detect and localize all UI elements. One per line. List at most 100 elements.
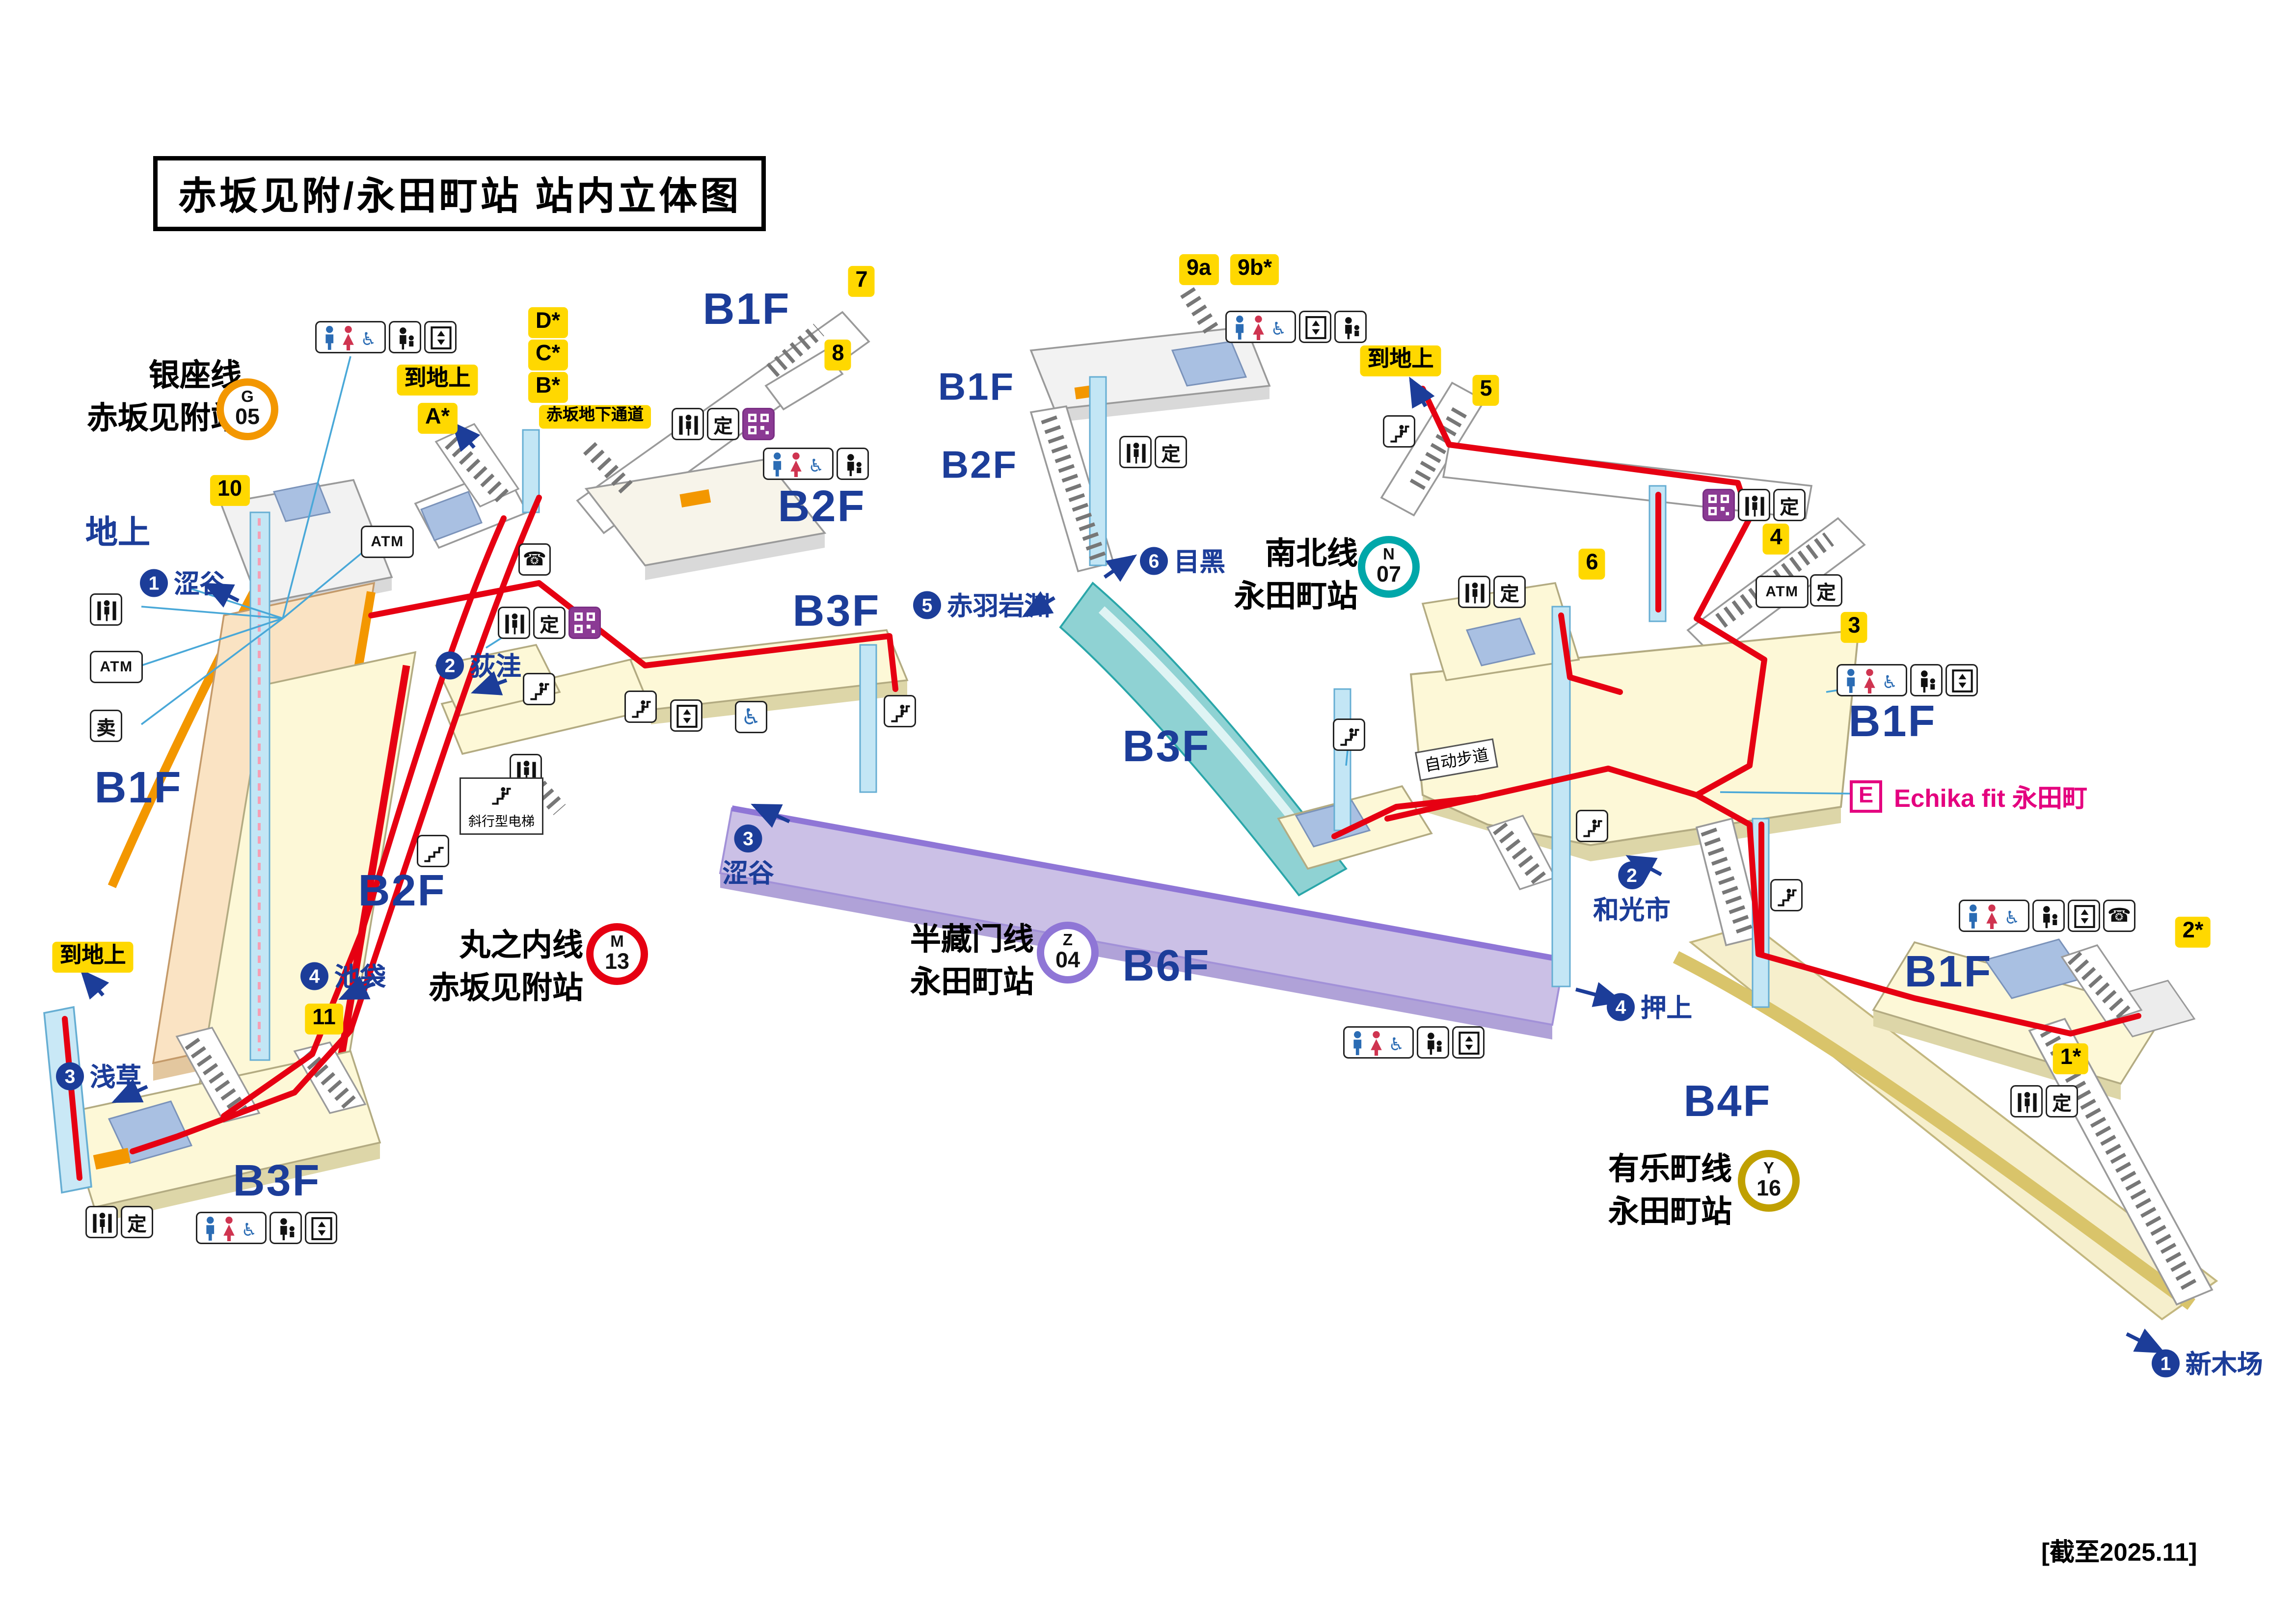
exit-badge: 6	[1578, 548, 1606, 580]
direction-number-circle: 2	[436, 651, 464, 680]
direction-text: 荻洼	[470, 651, 521, 681]
wheelchair-accessible-icon: ♿	[735, 701, 767, 733]
icon-group: ♿	[1837, 664, 1978, 696]
hanzomon-platform-band	[719, 805, 1566, 1039]
inclined-elevator-label: 斜行型电梯	[459, 777, 544, 835]
toilet-icon: ♿	[1225, 311, 1296, 343]
direction-text: 新木场	[2186, 1349, 2263, 1379]
exit-badge: 到地上	[52, 941, 134, 973]
icon-group: ☎	[518, 543, 551, 576]
icon-group: ATM	[90, 651, 143, 683]
direction-text: 和光市	[1593, 895, 1671, 925]
elevator-icon	[305, 1212, 337, 1244]
icon-group: ♿	[1343, 1026, 1485, 1059]
ticket-office-icon: 定	[1773, 489, 1806, 521]
exit-badge: 赤坂地下通道	[539, 405, 651, 428]
escalator-icon	[624, 691, 657, 723]
icon-group: ♿	[735, 701, 767, 733]
public-phone-icon: ☎	[518, 543, 551, 576]
svg-text:♿: ♿	[360, 329, 376, 349]
icon-group	[1770, 879, 1803, 911]
exit-badge: 10	[210, 475, 250, 506]
atm-icon: ATM	[90, 651, 143, 683]
icon-group: 定	[1702, 489, 1806, 521]
ticket-office-icon: 定	[1155, 436, 1187, 468]
icon-group	[884, 695, 916, 727]
floor-label: B4F	[1683, 1078, 1772, 1126]
ticket-gate-icon	[1458, 576, 1490, 608]
floor-label: B1F	[702, 286, 791, 334]
ticket-gate-icon	[2010, 1085, 2043, 1117]
svg-text:♿: ♿	[1882, 672, 1897, 692]
moving-walkway-label: 自动步道	[1415, 738, 1498, 781]
elevator-icon	[2068, 900, 2100, 932]
ginza-line-header: 银座线赤坂见附站	[87, 359, 242, 437]
exit-badge: 到地上	[397, 364, 478, 396]
page-title: 赤坂见附/永田町站 站内立体图	[153, 156, 767, 231]
atm-icon: ATM	[361, 526, 414, 558]
floor-label: B6F	[1122, 942, 1211, 991]
ticket-office-icon: 定	[707, 408, 739, 440]
direction-number-circle: 4	[1607, 993, 1635, 1021]
exit-badge: 5	[1472, 374, 1500, 406]
floor-label: B1F	[1848, 698, 1937, 746]
direction-number-circle: 5	[913, 591, 941, 619]
baby-care-icon	[270, 1212, 302, 1244]
ticket-gate-icon	[85, 1206, 118, 1238]
stairs-icon	[417, 835, 449, 867]
qr-code-icon	[742, 408, 775, 440]
icon-group: ATM	[361, 526, 414, 558]
icon-group	[1576, 810, 1608, 842]
exit-badge: B*	[528, 372, 568, 403]
floor-label: B1F	[94, 764, 183, 813]
exit-badge: 3	[1840, 612, 1868, 643]
kiosk-icon: 卖	[90, 710, 122, 742]
ticket-office-icon: 定	[533, 607, 566, 639]
icon-group: 定	[672, 408, 775, 440]
icon-group: ♿	[763, 448, 869, 480]
echika-badge: E	[1850, 779, 1882, 812]
icon-group	[624, 691, 657, 723]
ticket-office-icon: 定	[1493, 576, 1526, 608]
direction-number-circle: 1	[2152, 1349, 2180, 1378]
direction-text: 赤羽岩渊	[947, 591, 1050, 621]
icon-group	[1333, 718, 1365, 751]
floor-label: B2F	[941, 442, 1018, 487]
elevator-icon	[670, 699, 702, 732]
ticket-gate-icon	[672, 408, 704, 440]
ticket-gate-icon	[90, 593, 122, 626]
icon-group: 定	[1458, 576, 1526, 608]
ticket-office-icon: 定	[1810, 574, 1842, 607]
icon-group: ♿☎	[1959, 900, 2135, 932]
qr-code-icon	[1702, 489, 1735, 521]
footer-note: [截至2025.11]	[2041, 1539, 2197, 1567]
toilet-icon: ♿	[196, 1212, 267, 1244]
direction-number-circle: 1	[140, 569, 168, 597]
floor-label: B1F	[938, 364, 1015, 409]
icon-group: ♿	[196, 1212, 337, 1244]
exit-badge: D*	[528, 307, 568, 338]
toilet-icon: ♿	[315, 321, 386, 353]
exit-badge: A*	[417, 402, 458, 434]
icon-group	[417, 835, 449, 867]
baby-care-icon	[1910, 664, 1943, 696]
svg-text:♿: ♿	[241, 1220, 257, 1240]
baby-care-icon	[837, 448, 869, 480]
icon-group: ♿	[1225, 311, 1367, 343]
svg-text:♿: ♿	[2004, 907, 2020, 928]
floor-label: B3F	[792, 587, 881, 636]
transfer-route-lines	[62, 386, 2141, 1181]
toilet-icon: ♿	[1959, 900, 2029, 932]
icon-group: 定	[498, 607, 601, 639]
